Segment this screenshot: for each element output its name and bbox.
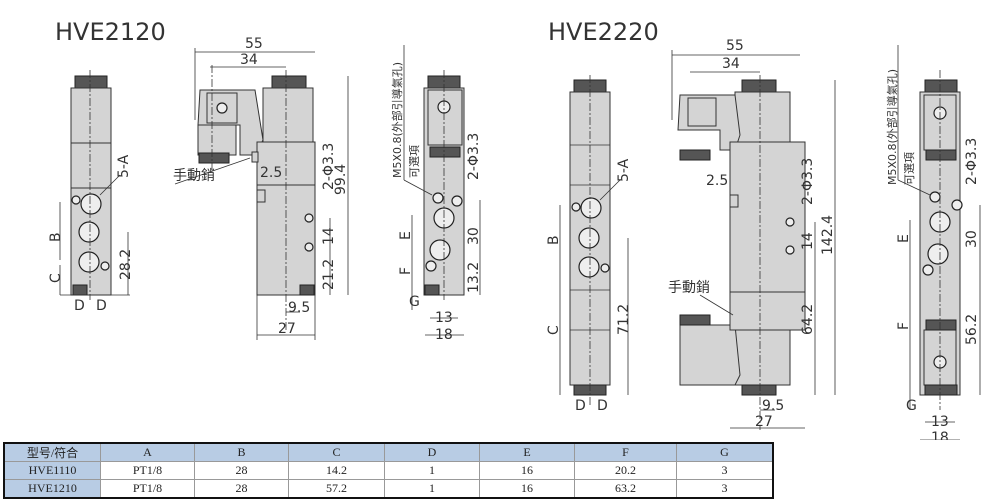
label-c-2220: C [546, 325, 562, 335]
label-f: F [398, 267, 414, 275]
dim-27: 27 [278, 321, 296, 337]
dim-34: 34 [240, 52, 258, 68]
label-d2: D [96, 298, 107, 314]
dim-9-5: 9.5 [288, 300, 310, 316]
label-g-2220: G [906, 398, 917, 414]
dim-14: 14 [321, 227, 337, 245]
table-row: HVE1210 PT1/8 28 57.2 1 16 63.2 3 [3, 479, 774, 499]
label-manual-override-2220: 手動銷 [668, 280, 710, 296]
label-m5-port-2220: M5X0.8(外部引導氣孔) [885, 69, 899, 185]
cell-model: HVE1210 [3, 479, 101, 499]
header-f: F [574, 442, 677, 462]
cell-d: 1 [384, 479, 480, 499]
dim-13: 13 [435, 310, 453, 326]
dim-13-2220: 13 [931, 414, 949, 430]
table-row: HVE1110 PT1/8 28 14.2 1 16 20.2 3 [3, 461, 774, 480]
model-title-hve2120: HVE2120 [55, 18, 166, 46]
dim-30-2220: 30 [964, 230, 980, 248]
dim-14-2220: 14 [800, 232, 816, 250]
cell-c: 57.2 [288, 479, 385, 499]
header-model: 型号/符合 [3, 442, 101, 462]
hve2220-side-view [671, 50, 836, 430]
cell-e: 16 [479, 461, 575, 480]
label-e: E [398, 231, 414, 240]
header-a: A [100, 442, 195, 462]
cell-d: 1 [384, 461, 480, 480]
label-optional-2220: 可選項 [903, 152, 916, 185]
dim-55-2220: 55 [726, 38, 744, 54]
cell-a: PT1/8 [100, 461, 195, 480]
label-5a: 5-A [116, 154, 132, 178]
header-c: C [288, 442, 385, 462]
dim-27-2220: 27 [755, 414, 773, 430]
dim-phi-3-3-end-2220: 2-Φ3.3 [964, 138, 980, 185]
label-m5-port: M5X0.8(外部引導氣孔) [390, 62, 404, 178]
dim-55: 55 [245, 36, 263, 52]
dimension-table: 型号/符合 A B C D E F G HVE1110 PT1/8 28 14.… [3, 442, 774, 499]
dim-2-5-2220: 2.5 [706, 173, 728, 189]
label-5a-2220: 5-A [616, 158, 632, 182]
dim-64-2: 64.2 [800, 304, 816, 335]
cell-b: 28 [194, 479, 289, 499]
dim-9-5-2220: 9.5 [762, 398, 784, 414]
dim-phi-3-3: 2-Φ3.3 [321, 143, 337, 190]
hve2220-front-view [559, 75, 629, 405]
label-f-2220: F [896, 322, 912, 330]
dim-13-2: 13.2 [466, 262, 482, 293]
label-optional: 可選項 [408, 145, 421, 178]
label-g: G [409, 294, 420, 310]
dim-99-4: 99.4 [333, 164, 349, 195]
cell-e: 16 [479, 479, 575, 499]
header-d: D [384, 442, 480, 462]
cell-g: 3 [676, 461, 774, 480]
dim-34-2220: 34 [722, 56, 740, 72]
hve2120-front-view [59, 70, 130, 300]
label-c: C [48, 273, 64, 283]
dim-phi-3-3-2220: 2-Φ3.3 [800, 158, 816, 205]
label-e-2220: E [896, 234, 912, 243]
dim-142-4: 142.4 [820, 215, 836, 255]
table-header-row: 型号/符合 A B C D E F G [3, 442, 774, 462]
dim-21-2: 21.2 [321, 259, 337, 290]
model-title-hve2220: HVE2220 [548, 18, 659, 46]
header-g: G [676, 442, 774, 462]
dim-71-2: 71.2 [616, 304, 632, 335]
cell-b: 28 [194, 461, 289, 480]
label-b-2220: B [546, 235, 562, 245]
header-b: B [194, 442, 289, 462]
header-e: E [479, 442, 575, 462]
label-d1-2220: D [575, 398, 586, 414]
cell-f: 20.2 [574, 461, 677, 480]
dim-28-2: 28.2 [118, 249, 134, 280]
label-b: B [48, 232, 64, 242]
cell-g: 3 [676, 479, 774, 499]
cell-f: 63.2 [574, 479, 677, 499]
dim-phi-3-3-end: 2-Φ3.3 [466, 133, 482, 180]
dim-56-2: 56.2 [964, 314, 980, 345]
hve2120-side-view [174, 48, 349, 340]
cell-c: 14.2 [288, 461, 385, 480]
cell-model: HVE1110 [3, 461, 101, 480]
cell-a: PT1/8 [100, 479, 195, 499]
technical-drawing: HVE2120 5-A B C D D 28.2 [48, 18, 981, 440]
hve2220-end-view [897, 45, 981, 440]
dim-18-2220: 18 [931, 430, 949, 440]
dim-18: 18 [435, 327, 453, 343]
label-d1: D [74, 298, 85, 314]
dim-30: 30 [466, 227, 482, 245]
hve2120-end-view [403, 45, 481, 336]
label-d2-2220: D [597, 398, 608, 414]
dim-2-5: 2.5 [260, 165, 282, 181]
label-manual-override: 手動銷 [173, 168, 215, 184]
